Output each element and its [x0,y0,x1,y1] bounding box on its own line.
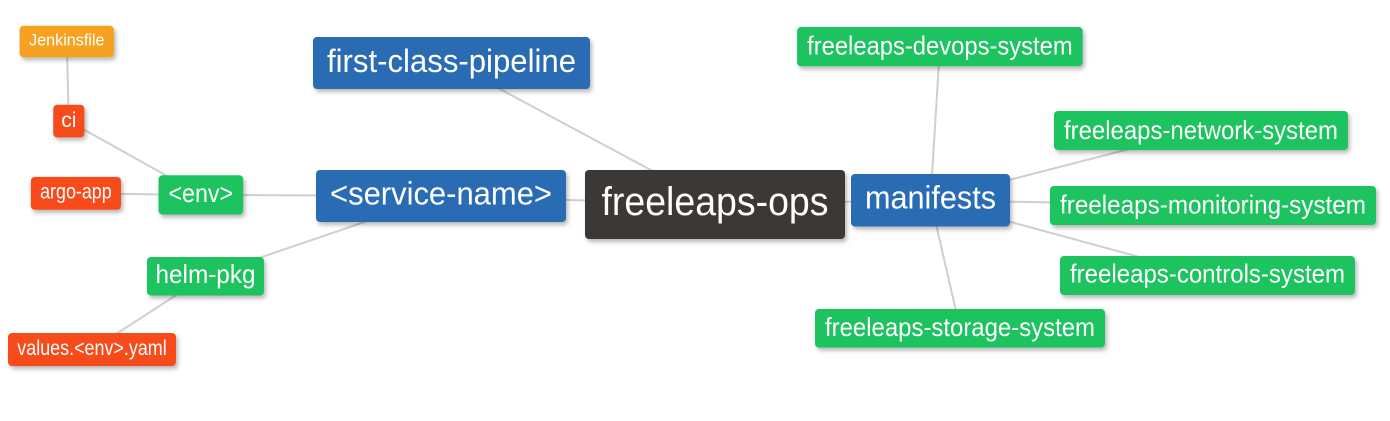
svg-text:Jenkinsfile: Jenkinsfile [29,32,104,50]
svg-text:argo-app: argo-app [40,180,112,203]
svg-text:<service-name>: <service-name> [330,176,552,212]
svg-text:<env>: <env> [168,178,233,208]
svg-text:freeleaps-storage-system: freeleaps-storage-system [825,312,1095,342]
svg-text:values.<env>.yaml: values.<env>.yaml [17,337,166,360]
svg-text:freeleaps-ops: freeleaps-ops [602,180,829,224]
svg-text:freeleaps-controls-system: freeleaps-controls-system [1070,259,1345,289]
svg-text:manifests: manifests [865,179,996,215]
svg-text:freeleaps-devops-system: freeleaps-devops-system [807,31,1073,61]
svg-text:freeleaps-monitoring-system: freeleaps-monitoring-system [1060,189,1366,219]
svg-text:ci: ci [61,109,76,132]
svg-text:first-class-pipeline: first-class-pipeline [327,43,576,79]
svg-text:freeleaps-network-system: freeleaps-network-system [1064,115,1338,145]
svg-text:helm-pkg: helm-pkg [156,259,256,289]
